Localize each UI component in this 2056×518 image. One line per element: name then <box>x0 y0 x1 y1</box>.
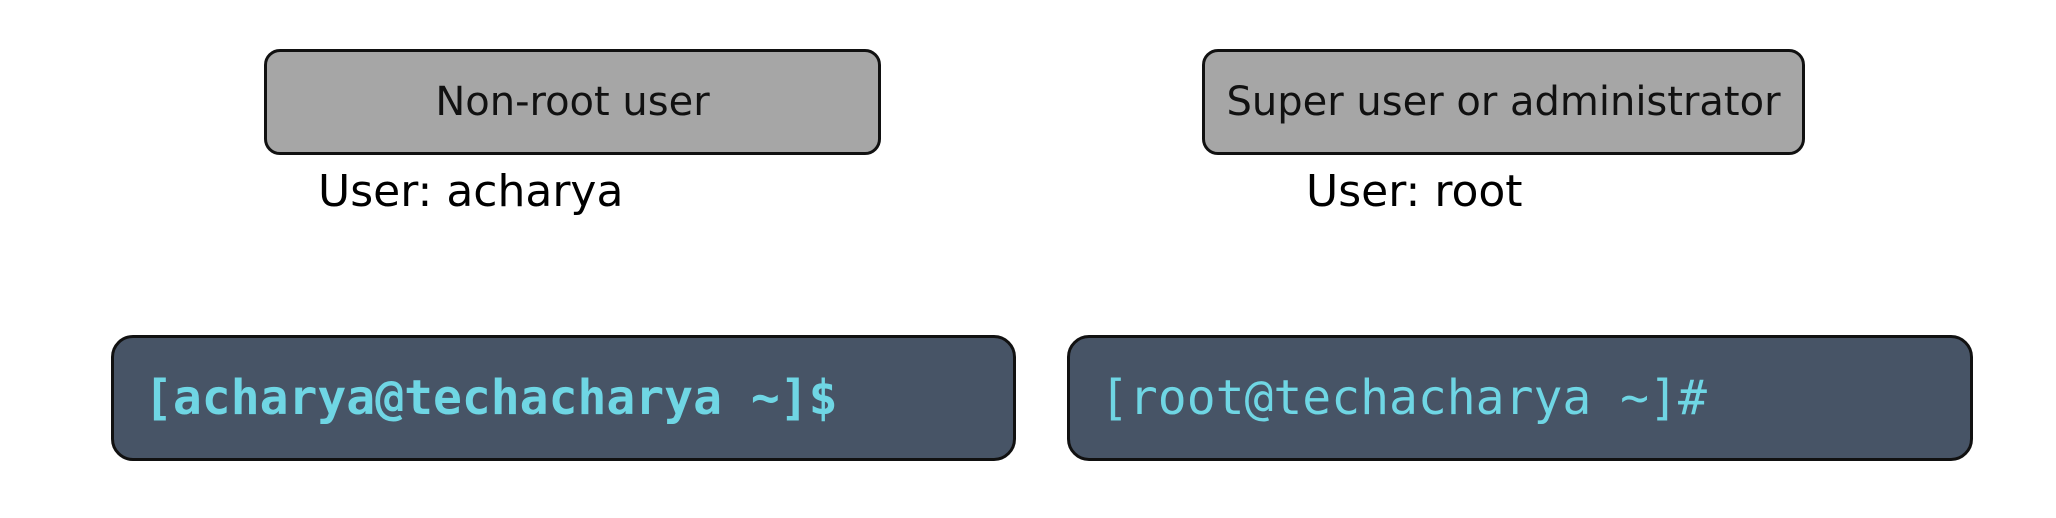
non-root-user-title: Non-root user <box>435 79 710 125</box>
super-user-box: Super user or administrator <box>1202 49 1805 155</box>
non-root-terminal-prompt: [acharya@techacharya ~]$ <box>111 335 1016 461</box>
non-root-user-box: Non-root user <box>264 49 881 155</box>
root-user-label: User: root <box>1306 166 1523 217</box>
super-user-title: Super user or administrator <box>1226 79 1781 125</box>
root-prompt-text: [root@techacharya ~]# <box>1100 370 1707 426</box>
non-root-user-label: User: acharya <box>318 166 624 217</box>
root-terminal-prompt: [root@techacharya ~]# <box>1067 335 1973 461</box>
non-root-prompt-text: [acharya@techacharya ~]$ <box>144 370 838 426</box>
